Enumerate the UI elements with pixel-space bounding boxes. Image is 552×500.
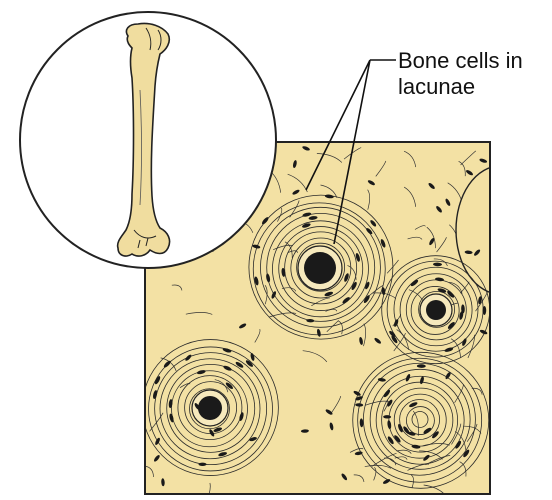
central-canal <box>304 252 336 284</box>
central-canal <box>426 300 446 320</box>
central-canal <box>198 396 222 420</box>
callout-label-line1: Bone cells in <box>398 48 523 73</box>
bone-magnifier-inset <box>20 12 276 268</box>
callout-label-line2: lacunae <box>398 74 475 99</box>
